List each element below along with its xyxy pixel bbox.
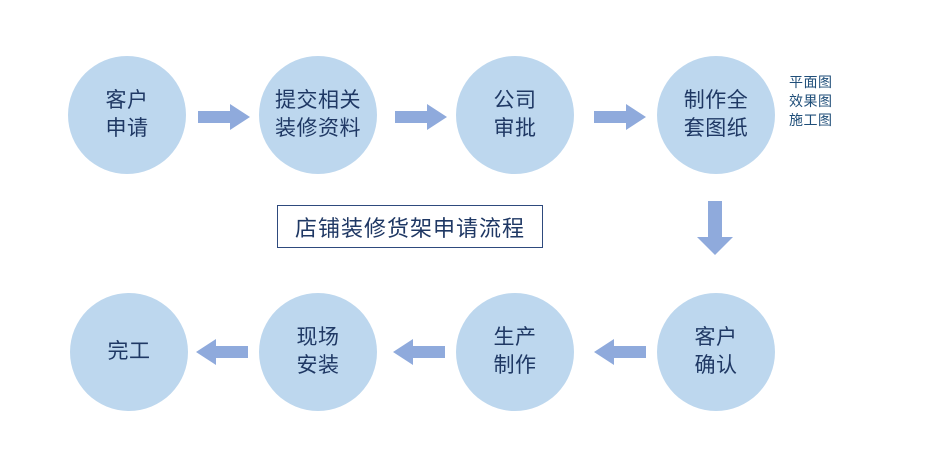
node-completion[interactable]: 完工: [70, 293, 188, 411]
node-onsite-installation[interactable]: 现场 安装: [259, 293, 377, 411]
node-label: 客户 确认: [694, 325, 738, 377]
annotation-line-construction: 施工图: [789, 112, 833, 128]
node-customer-application[interactable]: 客户 申请: [68, 56, 186, 174]
node-label: 生产 制作: [493, 325, 537, 377]
node-company-approval[interactable]: 公司 审批: [456, 56, 574, 174]
arrow-left-2: [393, 339, 445, 365]
annotation-line-rendering: 效果图: [789, 93, 833, 109]
arrow-right-3: [594, 104, 646, 130]
node-production[interactable]: 生产 制作: [456, 293, 574, 411]
node-customer-confirmation[interactable]: 客户 确认: [657, 293, 775, 411]
arrow-right-1: [198, 104, 250, 130]
node-label: 提交相关 装修资料: [275, 88, 361, 140]
arrow-left-1: [594, 339, 646, 365]
node-label: 现场 安装: [296, 325, 340, 377]
annotation-line-floor-plan: 平面图: [789, 74, 833, 90]
node-label: 公司 审批: [493, 88, 537, 140]
arrow-down-1: [697, 201, 733, 255]
node-label: 客户 申请: [105, 88, 149, 140]
node-label: 完工: [107, 339, 151, 364]
node-label: 制作全 套图纸: [683, 88, 749, 140]
node-produce-drawings[interactable]: 制作全 套图纸: [657, 56, 775, 174]
arrow-right-2: [395, 104, 447, 130]
diagram-title-box: 店铺装修货架申请流程: [277, 205, 543, 248]
diagram-title-text: 店铺装修货架申请流程: [294, 215, 525, 241]
arrow-left-3: [196, 339, 248, 365]
node-submit-materials[interactable]: 提交相关 装修资料: [259, 56, 377, 174]
drawings-annotation: 平面图 效果图 施工图: [789, 73, 833, 130]
